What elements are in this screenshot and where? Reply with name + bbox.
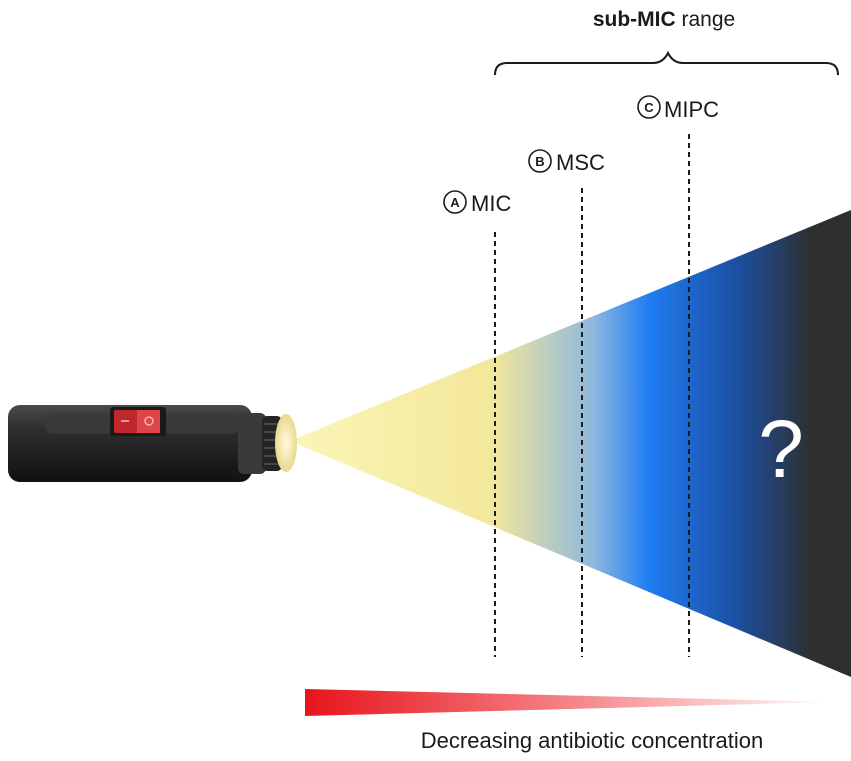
marker-a-letter: A: [450, 195, 460, 210]
marker-b-badge: [528, 149, 552, 173]
marker-c-letter: C: [644, 100, 654, 115]
range-header-bold: sub-MIC: [593, 8, 676, 31]
concentration-caption: Decreasing antibiotic concentration: [421, 728, 763, 753]
marker-mipc: C MIPC: [637, 95, 719, 122]
flashlight-icon: [8, 405, 297, 482]
concentration-gradient-bar: [305, 689, 835, 716]
range-header: sub-MIC range: [593, 8, 735, 31]
marker-a-label: MIC: [471, 191, 511, 216]
light-beam: [290, 210, 851, 677]
range-brace: [494, 50, 839, 76]
marker-c-badge: [637, 95, 661, 119]
marker-c-label: MIPC: [664, 97, 719, 122]
marker-mic: A MIC: [443, 190, 511, 216]
marker-a-badge: [443, 190, 467, 214]
unknown-question-mark: ?: [758, 404, 804, 495]
marker-b-label: MSC: [556, 150, 605, 175]
range-header-rest: range: [676, 8, 736, 31]
marker-b-letter: B: [535, 154, 544, 169]
marker-msc: B MSC: [528, 149, 605, 175]
power-switch-icon: [110, 407, 166, 436]
